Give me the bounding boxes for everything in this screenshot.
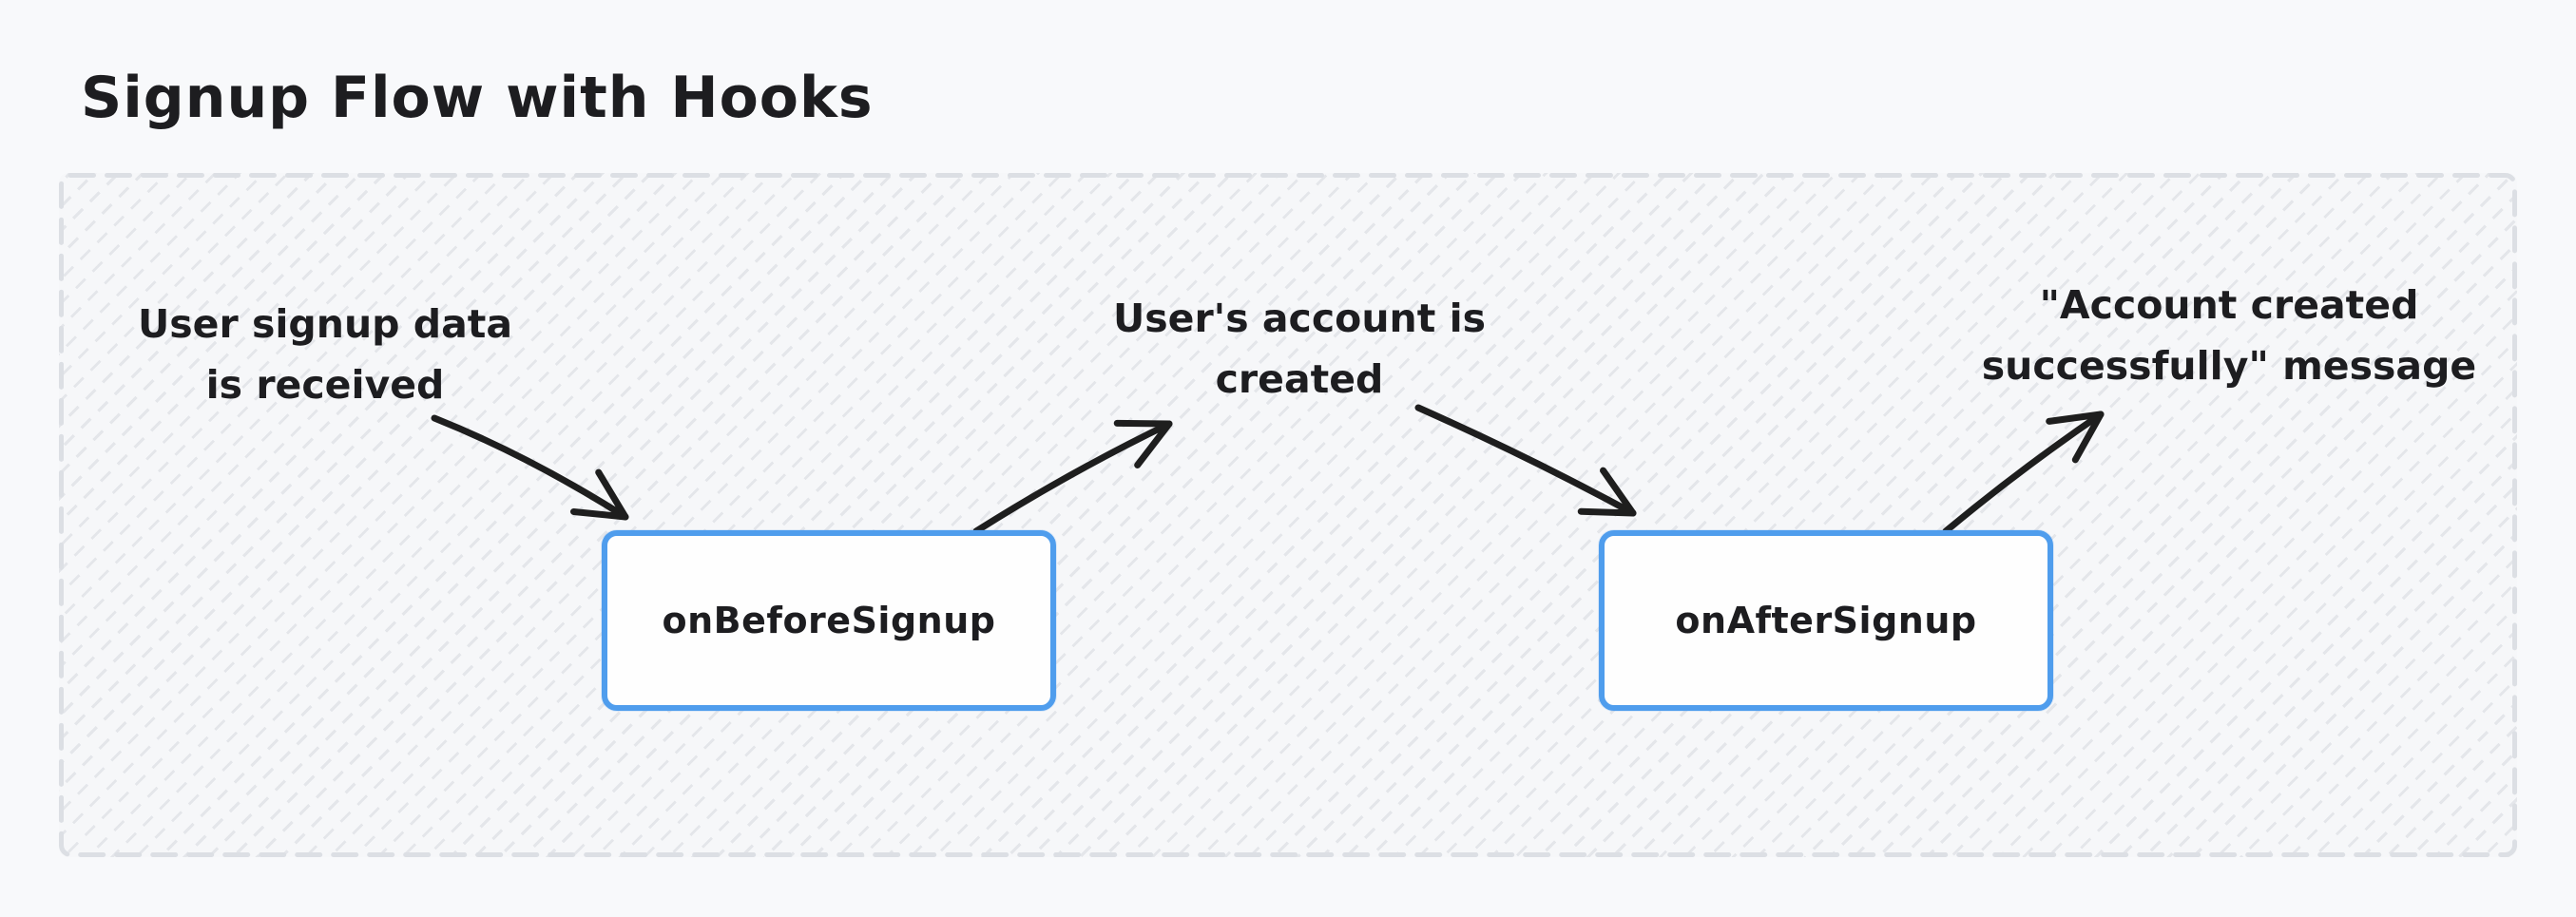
- annotation-user-signup-data: User signup data is received: [116, 295, 534, 415]
- node-onaftersignup-label: onAfterSignup: [1675, 600, 1977, 641]
- node-onbeforesignup: onBeforeSignup: [602, 530, 1056, 711]
- node-onbeforesignup-label: onBeforeSignup: [662, 600, 996, 641]
- diagram-title: Signup Flow with Hooks: [81, 65, 874, 131]
- arrow-onaftersignup-to-success-message: [1942, 411, 2105, 535]
- annotation-line: successfully" message: [1981, 342, 2477, 389]
- node-onaftersignup: onAfterSignup: [1599, 530, 2053, 711]
- arrow-signup-data-to-onbeforesignup: [431, 414, 629, 521]
- annotation-line: is received: [205, 361, 445, 408]
- flow-container: User signup data is received User's acco…: [59, 173, 2517, 857]
- arrow-onbeforesignup-to-account-created: [972, 419, 1173, 535]
- annotation-line: User signup data: [137, 301, 513, 347]
- annotation-line: "Account created: [2039, 282, 2419, 328]
- annotation-account-created: User's account is created: [1062, 289, 1537, 410]
- annotation-line: User's account is: [1112, 296, 1487, 341]
- connector-layer: [59, 173, 2517, 857]
- annotation-line: created: [1215, 355, 1384, 402]
- dashed-frame: [59, 173, 2517, 857]
- annotation-success-message: "Account created successfully" message: [1944, 276, 2514, 396]
- arrow-account-created-to-onaftersignup: [1414, 404, 1637, 517]
